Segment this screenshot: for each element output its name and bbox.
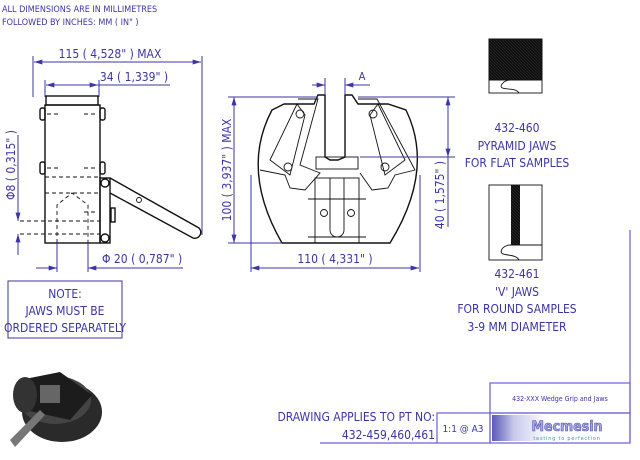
dim-front-width: 110 ( 4,331" ): [297, 252, 372, 266]
jaw-diameter-range: 3-9 MM DIAMETER: [467, 320, 567, 334]
drawing-scale: 1:1 @ A3: [442, 424, 483, 435]
jaw-part-number: 432-461: [494, 267, 539, 281]
dim-bore-diameter: Φ 20 ( 0,787" ): [102, 252, 182, 266]
dim-front-height: 100 ( 3,937" ) MAX: [220, 118, 234, 221]
front-view: A 100 ( 3,937" ) MAX 110 ( 4,331" ) 40 (…: [220, 70, 455, 272]
applies-to-label: DRAWING APPLIES TO PT NO:: [277, 410, 435, 424]
jaw-description: FOR FLAT SAMPLES: [465, 156, 570, 170]
note-title: NOTE:: [48, 287, 82, 301]
dim-body-width: 34 ( 1,339" ): [100, 70, 168, 84]
mecmesin-logo: Mecmesin: [532, 419, 603, 435]
jaw-pyramid: 432-460 PYRAMID JAWS FOR FLAT SAMPLES: [465, 38, 570, 170]
jaw-name: PYRAMID JAWS: [478, 139, 557, 153]
part-numbers: 432-459,460,461: [342, 428, 435, 442]
units-note-line1: ALL DIMENSIONS ARE IN MILLIMETRES: [2, 5, 157, 15]
note-line2: ORDERED SEPARATELY: [4, 321, 126, 335]
side-view: 115 ( 4,528" ) MAX 34 ( 1,339" ) Φ8 ( 0,…: [4, 47, 203, 272]
jaw-name: 'V' JAWS: [495, 285, 539, 299]
jaw-part-number: 432-460: [494, 121, 539, 135]
gap-label-a: A: [359, 70, 366, 83]
grip-3d-render: [10, 372, 102, 447]
dim-overall-width: 115 ( 4,528" ) MAX: [59, 47, 162, 61]
note-box: NOTE: JAWS MUST BE ORDERED SEPARATELY: [4, 280, 126, 339]
logo-tagline: testing to perfection: [533, 436, 600, 442]
dim-jaw-height: 40 ( 1,575" ): [433, 161, 447, 229]
dim-pin-diameter: Φ8 ( 0,315" ): [4, 130, 18, 200]
jaw-description: FOR ROUND SAMPLES: [457, 302, 576, 316]
note-line1: JAWS MUST BE: [25, 304, 105, 318]
drawing-title: 432-XXX Wedge Grip and Jaws: [512, 395, 608, 403]
title-block: 432-XXX Wedge Grip and Jaws 1:1 @ A3 Mec…: [277, 230, 631, 444]
units-note-line2: FOLLOWED BY INCHES: MM ( IN" ): [2, 18, 139, 28]
jaw-v: 432-461 'V' JAWS FOR ROUND SAMPLES 3-9 M…: [457, 184, 577, 334]
logo-gradient: [492, 415, 547, 441]
